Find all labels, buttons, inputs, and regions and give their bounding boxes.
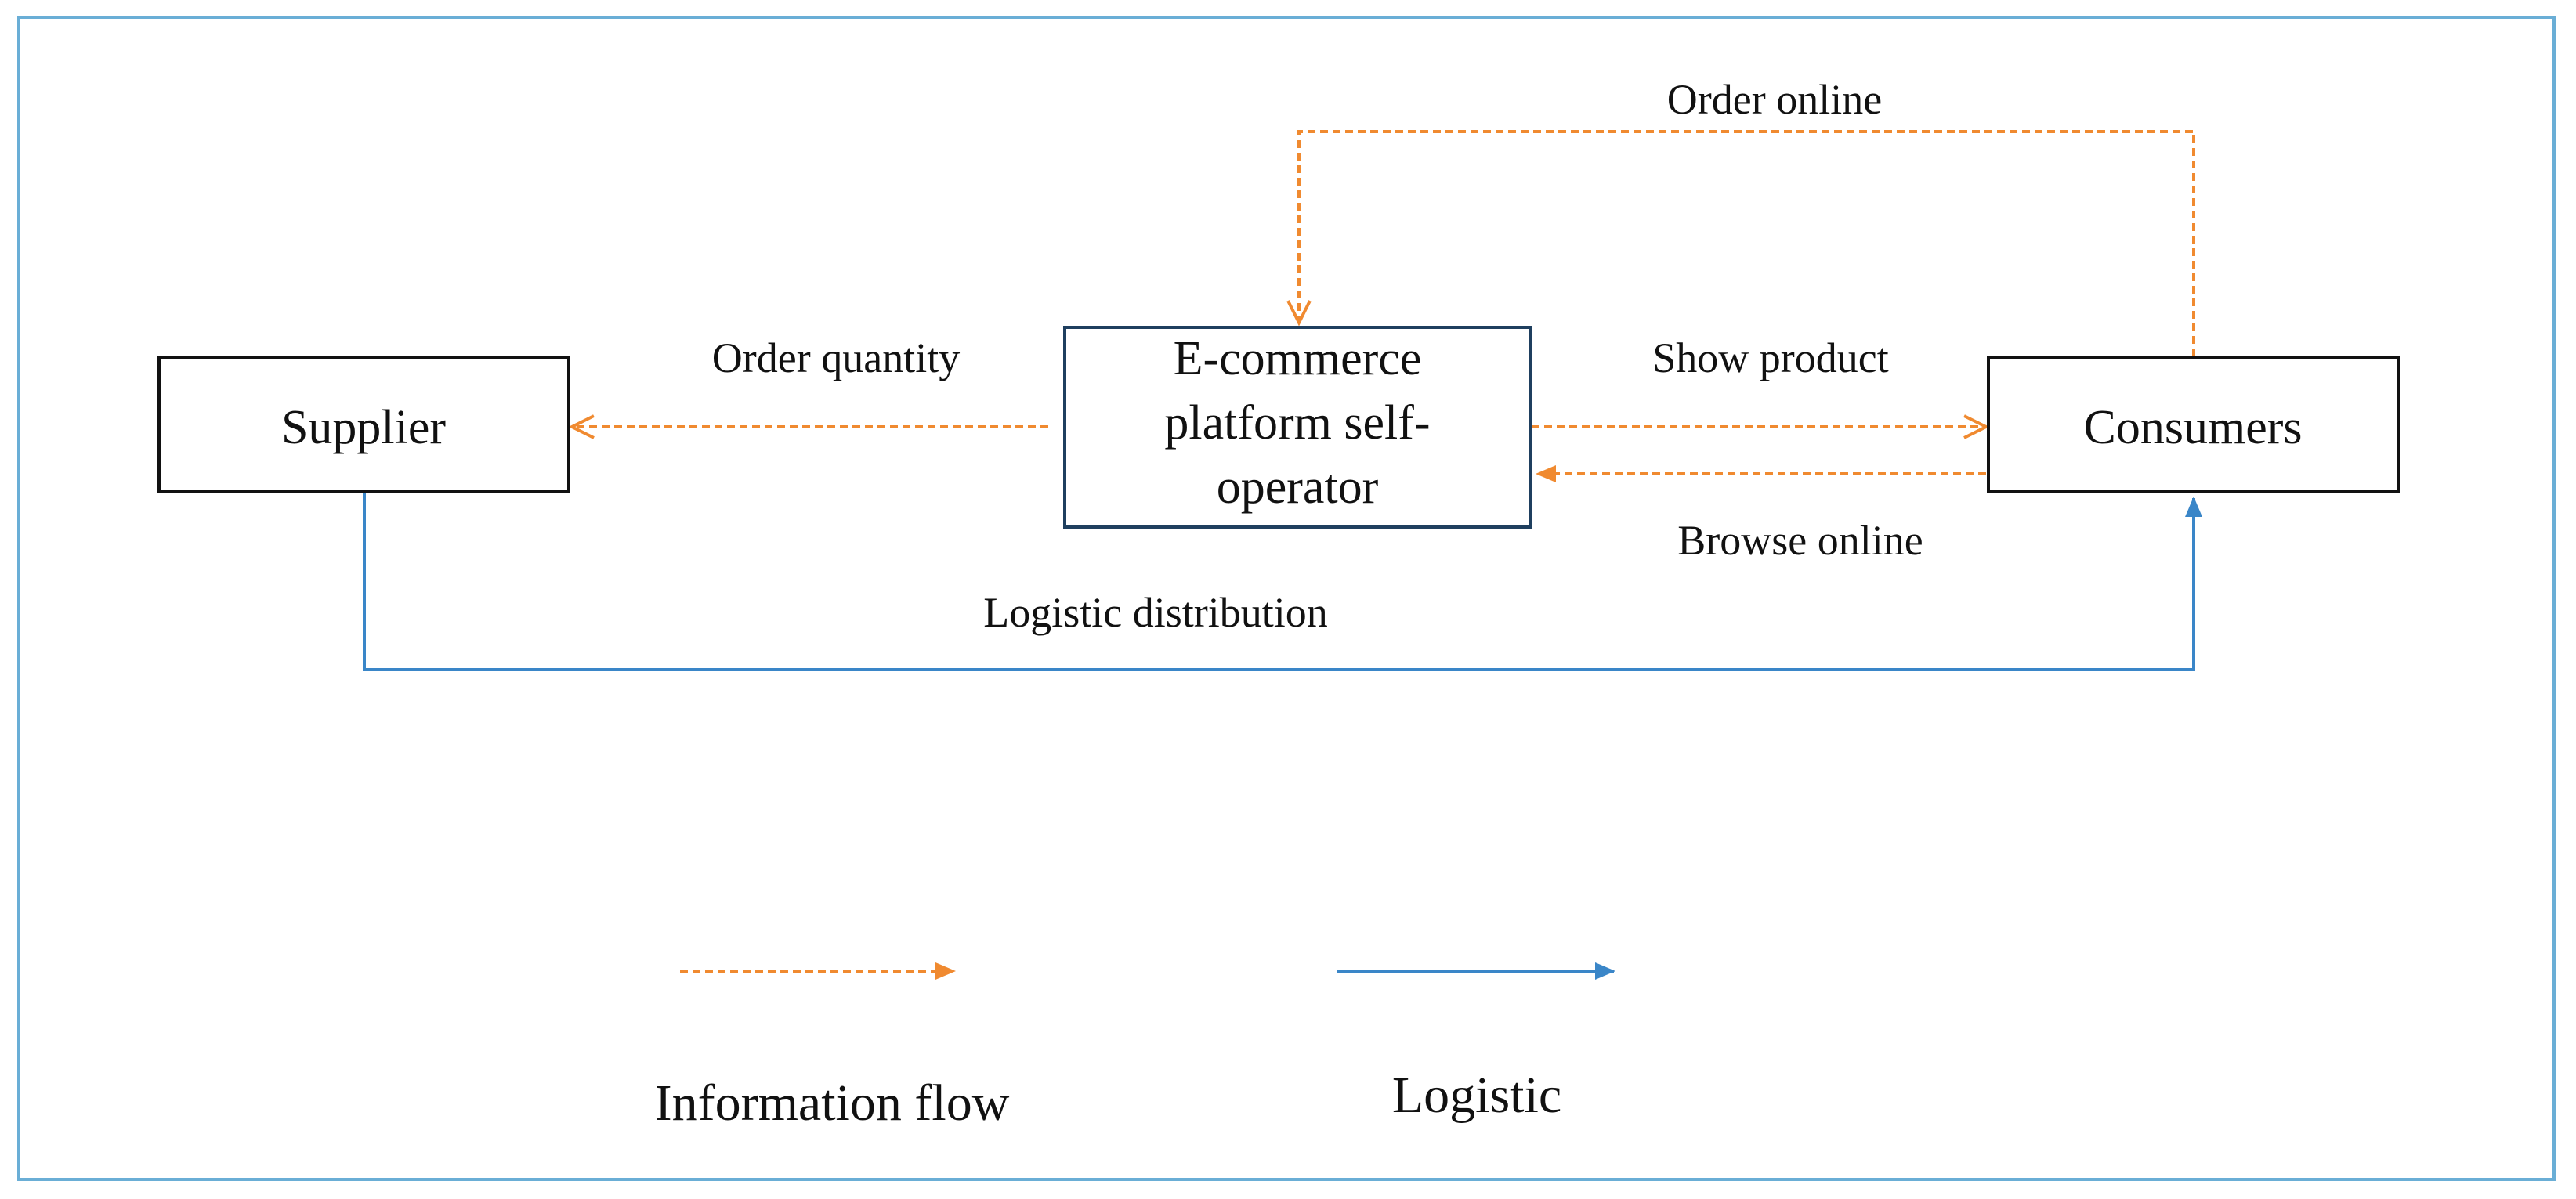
diagram-frame (17, 16, 2556, 1181)
legend-information-flow: Information flow (655, 962, 1010, 1132)
node-label-platform-line2: platform self- (1164, 396, 1430, 450)
edge-show-product: Show product (1532, 334, 1990, 439)
legend-logistic: Logistic (1337, 962, 1615, 1124)
edge-browse-online: Browse online (1536, 465, 1986, 564)
node-label-supplier: Supplier (281, 401, 446, 454)
legend-label-logistic: Logistic (1392, 1067, 1561, 1124)
edge-order-online: Order online (1286, 76, 2195, 356)
node-platform: E-commerce platform self- operator (1063, 326, 1532, 529)
edge-label-order-quantity: Order quantity (712, 334, 960, 381)
edge-label-show-product: Show product (1652, 334, 1888, 381)
edge-label-order-online: Order online (1667, 76, 1882, 123)
edge-order-quantity: Order quantity (568, 334, 1048, 439)
edge-label-browse-online: Browse online (1677, 517, 1923, 564)
node-label-platform-line1: E-commerce (1174, 332, 1422, 385)
node-label-consumers: Consumers (2084, 401, 2303, 454)
legend-label-information-flow: Information flow (655, 1074, 1010, 1132)
node-label-platform-line3: operator (1217, 460, 1379, 514)
node-supplier: Supplier (157, 356, 570, 493)
node-consumers: Consumers (1987, 356, 2400, 493)
edge-label-logistic-distribution: Logistic distribution (983, 589, 1328, 636)
edge-logistic-distribution: Logistic distribution (363, 493, 2202, 671)
